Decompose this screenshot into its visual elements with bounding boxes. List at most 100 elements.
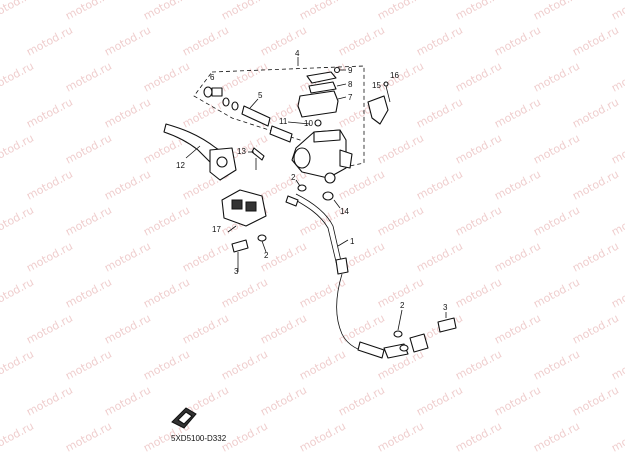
watermark-text: motod.ru: [24, 383, 75, 418]
callout-13: 13: [237, 147, 246, 156]
screw-part-9: [333, 66, 341, 74]
washer-part-2-upper: [297, 184, 307, 192]
bolt-part-3-left: [231, 239, 249, 253]
callout-17: 17: [212, 225, 221, 234]
holder-part-17: [221, 189, 267, 233]
watermark-text: motod.ru: [531, 203, 582, 238]
watermark-text: motod.ru: [570, 311, 621, 346]
washer-part-2-right-b: [399, 344, 409, 352]
watermark-text: motod.ru: [141, 203, 192, 238]
callout-6: 6: [210, 73, 215, 82]
reservoir-cap-stack: [297, 66, 347, 118]
hose-part-1: [285, 193, 429, 359]
watermark-text: motod.ru: [375, 419, 426, 454]
watermark-text: motod.ru: [492, 23, 543, 58]
watermark-text: motod.ru: [609, 347, 625, 382]
watermark-text: motod.ru: [141, 0, 192, 23]
watermark-text: motod.ru: [141, 347, 192, 382]
watermark-text: motod.ru: [609, 131, 625, 166]
watermark-text: motod.ru: [180, 311, 231, 346]
callout-3-left: 3: [234, 267, 239, 276]
watermark-text: motod.ru: [219, 419, 270, 454]
switch-part-15: [367, 95, 389, 125]
watermark-text: motod.ru: [63, 275, 114, 310]
watermark-text: motod.ru: [0, 419, 36, 454]
washer-part-14: [322, 191, 334, 201]
watermark-text: motod.ru: [336, 23, 387, 58]
front-arrow-icon: [171, 407, 197, 429]
callout-11: 11: [279, 117, 288, 126]
watermark-text: motod.ru: [531, 347, 582, 382]
watermark-text: motod.ru: [63, 203, 114, 238]
callout-4: 4: [295, 49, 300, 58]
watermark-text: motod.ru: [63, 131, 114, 166]
callout-2-upper: 2: [291, 173, 296, 182]
watermark-text: motod.ru: [453, 0, 504, 23]
watermark-text: motod.ru: [336, 383, 387, 418]
watermark-text: motod.ru: [24, 239, 75, 274]
bolt-part-16: [385, 85, 391, 103]
callout-10: 10: [304, 119, 313, 128]
callout-9: 9: [348, 66, 353, 75]
watermark-text: motod.ru: [453, 131, 504, 166]
washer-part-2-left: [257, 234, 267, 242]
watermark-text: motod.ru: [453, 419, 504, 454]
reservoir-part-7: [297, 90, 339, 118]
watermark-text: motod.ru: [414, 95, 465, 130]
watermark-text: motod.ru: [180, 23, 231, 58]
watermark-text: motod.ru: [531, 275, 582, 310]
watermark-text: motod.ru: [531, 419, 582, 454]
watermark-text: motod.ru: [219, 59, 270, 94]
watermark-text: motod.ru: [414, 23, 465, 58]
watermark-text: motod.ru: [63, 0, 114, 23]
callout-16: 16: [390, 71, 399, 80]
watermark-text: motod.ru: [102, 167, 153, 202]
watermark-text: motod.ru: [570, 95, 621, 130]
watermark-text: motod.ru: [531, 0, 582, 23]
watermark-text: motod.ru: [0, 131, 36, 166]
diaphragm-part-8: [308, 81, 337, 94]
pin-part-13: [251, 147, 265, 161]
watermark-text: motod.ru: [102, 95, 153, 130]
watermark-text: motod.ru: [375, 59, 426, 94]
watermark-text: motod.ru: [375, 203, 426, 238]
watermark-text: motod.ru: [453, 347, 504, 382]
watermark-text: motod.ru: [492, 383, 543, 418]
watermark-text: motod.ru: [375, 0, 426, 23]
watermark-text: motod.ru: [24, 95, 75, 130]
washer-part-2-right-a: [393, 330, 403, 338]
diagram-code: 5XD5100-D332: [171, 434, 227, 443]
watermark-text: motod.ru: [414, 383, 465, 418]
cap-part-9: [306, 71, 337, 84]
watermark-text: motod.ru: [24, 167, 75, 202]
watermark-text: motod.ru: [219, 347, 270, 382]
watermark-text: motod.ru: [219, 0, 270, 23]
watermark-text: motod.ru: [0, 275, 36, 310]
watermark-text: motod.ru: [336, 167, 387, 202]
watermark-text: motod.ru: [492, 311, 543, 346]
watermark-text: motod.ru: [297, 419, 348, 454]
watermark-text: motod.ru: [609, 59, 625, 94]
watermark-text: motod.ru: [414, 167, 465, 202]
watermark-text: motod.ru: [492, 95, 543, 130]
watermark-text: motod.ru: [0, 0, 36, 23]
watermark-text: motod.ru: [0, 347, 36, 382]
watermark-text: motod.ru: [102, 239, 153, 274]
watermark-text: motod.ru: [453, 59, 504, 94]
watermark-text: motod.ru: [609, 203, 625, 238]
bolt-part-3-right: [437, 317, 457, 333]
watermark-text: motod.ru: [258, 311, 309, 346]
watermark-text: motod.ru: [453, 203, 504, 238]
callout-8: 8: [348, 80, 353, 89]
watermark-text: motod.ru: [297, 0, 348, 23]
callout-12: 12: [176, 161, 185, 170]
watermark-text: motod.ru: [609, 0, 625, 23]
watermark-text: motod.ru: [297, 347, 348, 382]
watermark-text: motod.ru: [375, 131, 426, 166]
watermark-text: motod.ru: [570, 23, 621, 58]
watermark-text: motod.ru: [24, 311, 75, 346]
watermark-text: motod.ru: [141, 275, 192, 310]
watermark-text: motod.ru: [414, 239, 465, 274]
